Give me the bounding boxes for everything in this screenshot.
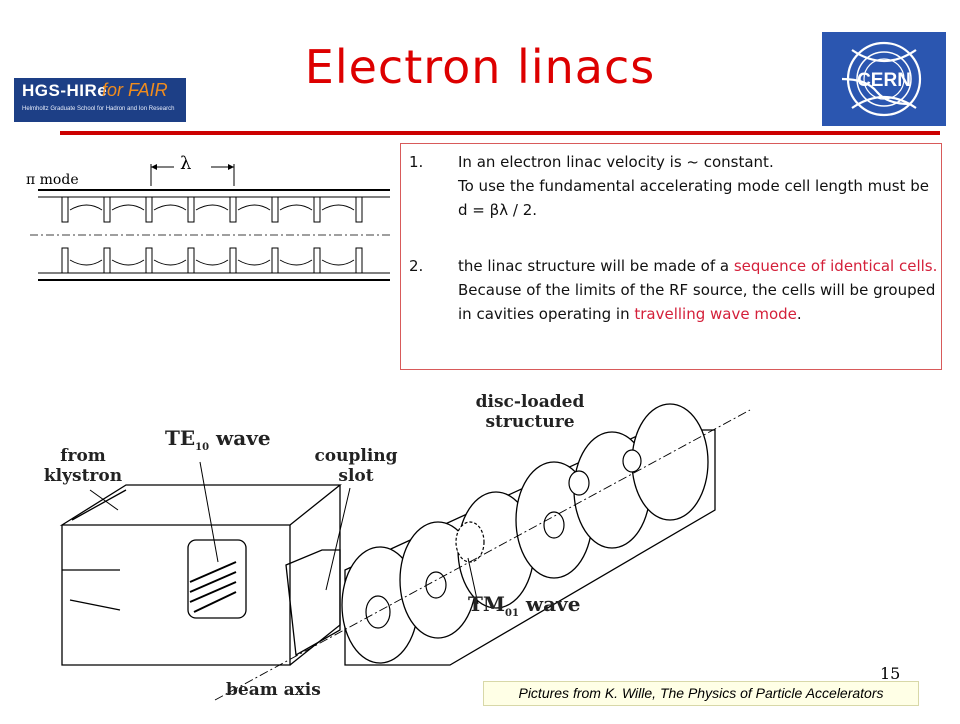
cern-logo-graphic: CERN [841, 41, 922, 117]
pi-mode-label: π mode [26, 172, 79, 188]
disc-loaded-structure-diagram [59, 403, 751, 701]
list-item-1-line3: / 2. [512, 201, 538, 219]
pi-mode-figure [20, 150, 395, 300]
hgs-logo-main-text: HGS-HIRe [22, 81, 108, 100]
cern-logo-text: CERN [857, 70, 911, 91]
disc-label-line2: structure [485, 412, 575, 432]
beam-axis-label: beam axis [226, 680, 321, 700]
slide-title: Electron linacs [304, 40, 656, 94]
hgs-hire-logo: HGS-HIRe for FAIR Helmholtz Graduate Sch… [14, 78, 186, 122]
from-label-line2: klystron [43, 466, 123, 486]
cern-logo: CERN [822, 32, 946, 126]
explanation-box: 1. In an electron linac velocity is ~ co… [400, 143, 942, 370]
tm01-wave-label: TM01 wave [468, 594, 580, 624]
pi-mode-diagram [30, 164, 392, 281]
beta-lambda-symbol: βλ [489, 201, 509, 219]
list-item-1-line1: In an electron linac velocity is ~ const… [458, 153, 774, 171]
lambda-label: λ [180, 153, 192, 174]
list-item-1-number: 1. [409, 153, 424, 171]
list-item-2-number: 2. [409, 257, 424, 275]
coupling-label-line1: coupling [314, 446, 398, 466]
te-subscript: 10 [195, 442, 210, 453]
tm-wave-word: wave [525, 592, 581, 616]
list-item-1-line2: To use the fundamental accelerating mode… [458, 177, 929, 219]
te10-wave-label: TE10 wave [165, 428, 271, 458]
te-wave-word: wave [216, 426, 271, 450]
hgs-logo-subtitle: Helmholtz Graduate School for Hadron and… [22, 106, 175, 112]
list-item-2-end: . [796, 305, 802, 323]
te-label: TE [165, 426, 196, 450]
coupling-slot-label: coupling slot [296, 446, 416, 486]
highlight-identical-cells: sequence of identical cells. [733, 257, 938, 275]
disc-loaded-structure-figure [0, 390, 960, 720]
page-number: 15 [880, 664, 901, 683]
hgs-logo-fair-text: for FAIR [102, 80, 168, 100]
from-label-line1: from [60, 446, 106, 466]
image-credit: Pictures from K. Wille, The Physics of P… [483, 681, 919, 706]
tm-subscript: 01 [505, 608, 519, 619]
coupling-label-line2: slot [338, 466, 374, 486]
disc-loaded-structure-label: disc-loaded structure [450, 392, 610, 432]
list-item-2-text-a: the linac structure will be made of a [458, 257, 730, 275]
disc-label-line1: disc-loaded [475, 392, 585, 412]
title-divider [60, 131, 940, 135]
tm-label: TM [468, 592, 506, 616]
from-klystron-label: from klystron [38, 446, 128, 486]
highlight-travelling-wave: travelling wave mode [634, 305, 797, 323]
list-item-2-text-b: Because of the limits of the RF source, … [458, 281, 936, 323]
